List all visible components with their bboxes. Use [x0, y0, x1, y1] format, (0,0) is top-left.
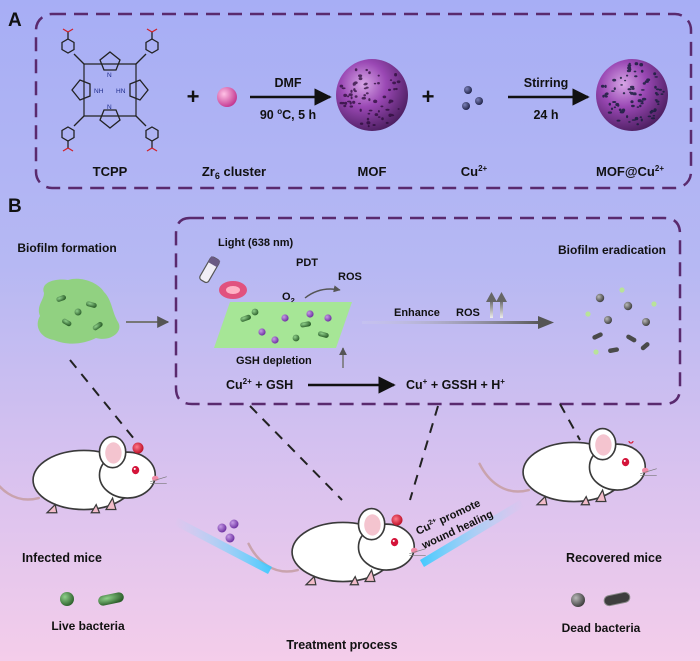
- light-beam-core: [226, 286, 240, 294]
- cu-ion-label: Cu2+: [461, 164, 488, 179]
- step2-process-label: Stirring: [524, 76, 568, 90]
- panel-b-border: [174, 216, 682, 406]
- svg-text:NH: NH: [94, 88, 104, 95]
- dead-bacteria-label: Dead bacteria: [562, 621, 641, 635]
- mof-cu-sphere: [596, 59, 668, 131]
- step2-time-label: 24 h: [533, 108, 558, 122]
- zr6-cluster-sphere: [217, 87, 237, 107]
- svg-text:N: N: [107, 72, 112, 79]
- treated-wound: [391, 514, 403, 526]
- plus-sign-1: +: [187, 84, 200, 109]
- injected-particles: [217, 519, 239, 543]
- cu-ions-cluster: [462, 86, 483, 110]
- tcpp-label: TCPP: [93, 164, 128, 179]
- recovered-mouse: [478, 427, 658, 507]
- mof-cu-label: MOF@Cu2+: [596, 164, 664, 179]
- laser-pen-icon: [199, 256, 221, 284]
- step1-condition-label: 90 oC, 5 h: [260, 107, 316, 122]
- ros-up-arrow-2: [500, 300, 503, 318]
- dead-bacteria-icons: [571, 591, 631, 607]
- recovered-mice-label: Recovered mice: [566, 551, 662, 565]
- equation-products: Cu+ + GSSH + H+: [406, 377, 505, 392]
- svg-text:N: N: [107, 104, 112, 111]
- svg-text:HN: HN: [116, 88, 126, 95]
- step1-solvent-label: DMF: [274, 76, 301, 90]
- enhance-ros-arrow: [362, 321, 542, 324]
- infected-mice-label: Infected mice: [22, 551, 102, 565]
- ros-up-arrow-1: [490, 300, 493, 318]
- o2-to-ros-arrow: [304, 285, 341, 299]
- mof-sphere: [336, 59, 408, 131]
- eradicated-bacteria: [585, 287, 657, 355]
- treatment-process-label: Treatment process: [286, 638, 397, 652]
- live-bacteria-icons: [60, 592, 124, 606]
- light-wavelength-label: Light (638 nm): [218, 237, 294, 249]
- zr6-cluster-label: Zr6 cluster: [202, 164, 266, 181]
- enhance-ros-label: ROS: [456, 307, 480, 319]
- mof-label: MOF: [358, 164, 387, 179]
- plus-sign-2: +: [422, 84, 435, 109]
- live-bacteria-label: Live bacteria: [51, 619, 125, 633]
- enhance-label: Enhance: [394, 307, 440, 319]
- panel-b-label: B: [8, 196, 22, 217]
- injection-beam: [174, 518, 272, 574]
- biofilm-sheet: [214, 302, 352, 348]
- biofilm-eradication-label: Biofilm eradication: [558, 243, 666, 257]
- tcpp-molecule: NH HN N N: [61, 28, 159, 152]
- healed-wound: [628, 440, 634, 444]
- pdt-label: PDT: [296, 257, 318, 269]
- gsh-depletion-label: GSH depletion: [236, 355, 312, 367]
- leader-lines: [69, 359, 581, 501]
- ros-label: ROS: [338, 271, 362, 283]
- oxygen-label: O2: [282, 291, 295, 305]
- panel-a-border: [34, 12, 693, 190]
- biofilm-blob: [37, 278, 120, 344]
- equation-reactants: Cu2+ + GSH: [226, 377, 293, 392]
- healing-beam: [420, 500, 524, 567]
- infected-wound: [132, 442, 144, 454]
- biofilm-formation-label: Biofilm formation: [17, 241, 116, 255]
- panel-a-label: A: [8, 10, 22, 31]
